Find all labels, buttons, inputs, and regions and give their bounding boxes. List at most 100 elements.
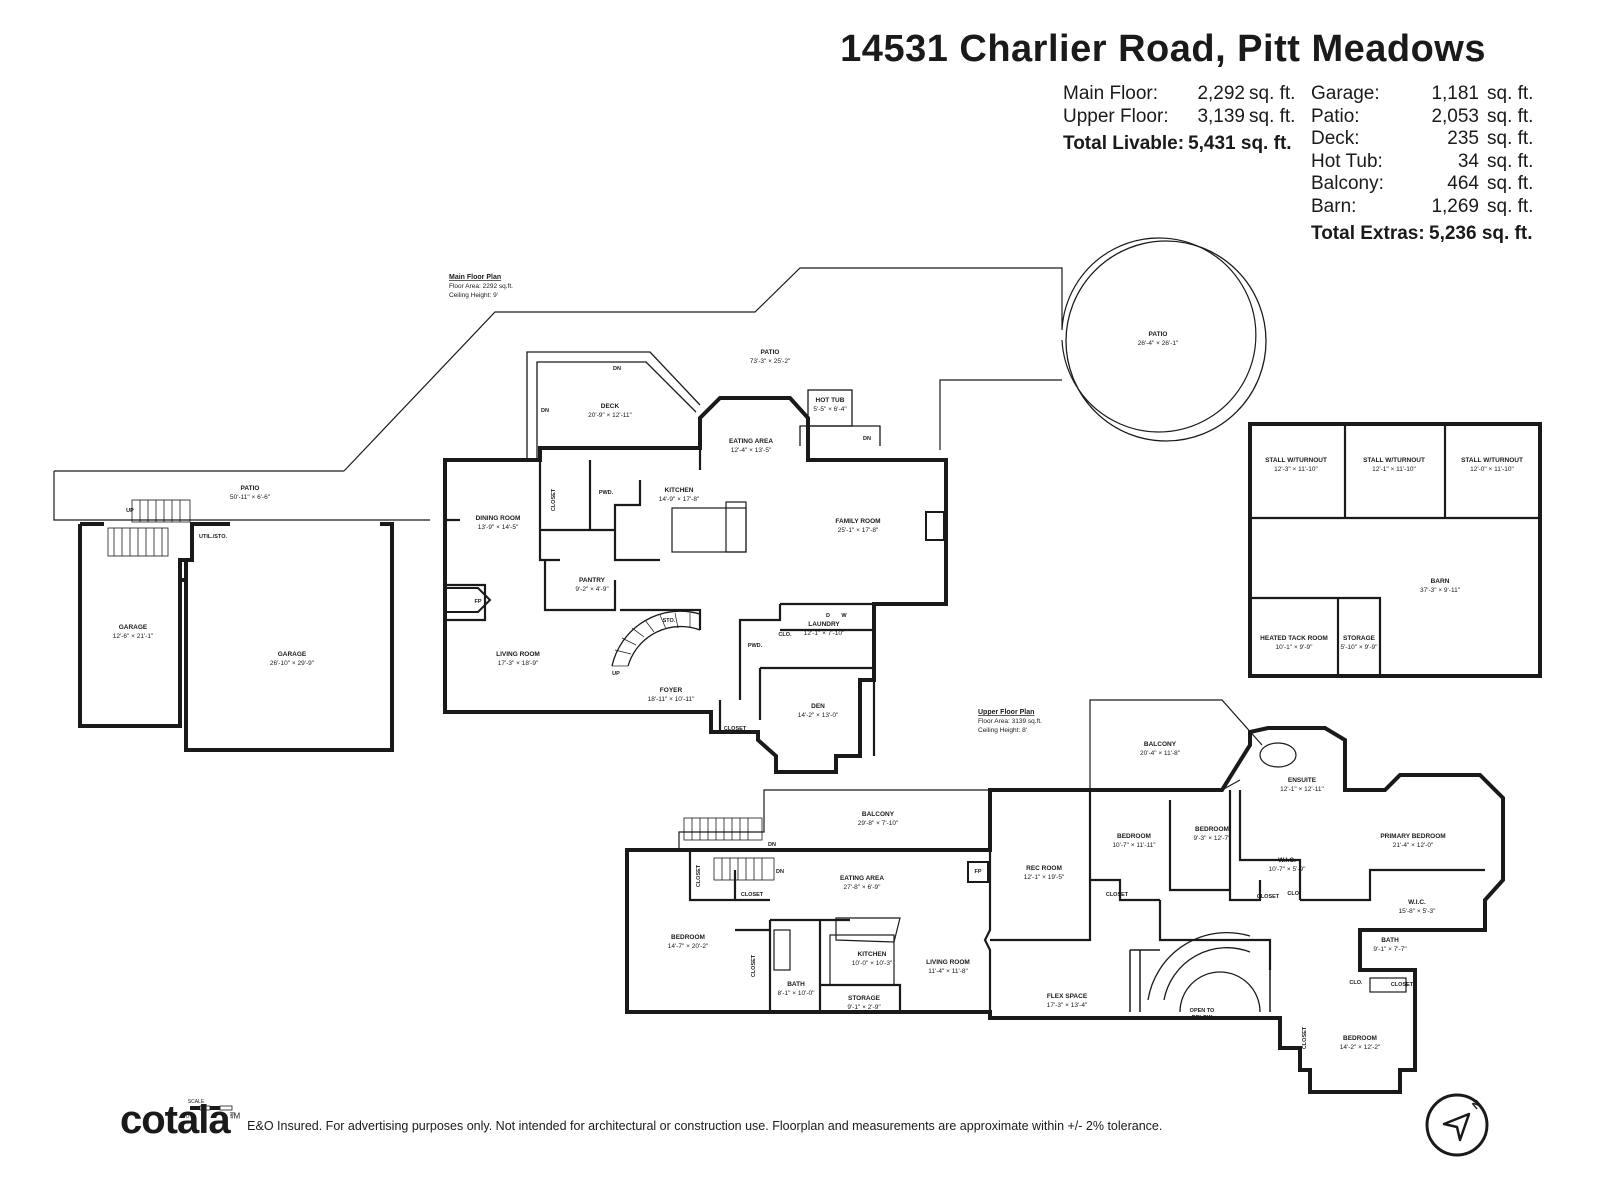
room-dim-dining-room: 13'-9" × 14'-5": [478, 524, 519, 531]
footer: cotalaTM E&O Insured. For advertising pu…: [120, 1098, 1162, 1143]
logo-text: cotala: [120, 1098, 231, 1142]
label-below: BELOW: [1192, 1015, 1213, 1021]
room-label-garage-large: GARAGE: [278, 651, 307, 658]
label-util-sto: UTIL./STO.: [199, 534, 227, 540]
label-closet: CLOSET: [751, 954, 757, 977]
room-dim-wic-2: 15'-8" × 5'-3": [1399, 908, 1437, 915]
room-dim-patio: 73'-3" × 25'-2": [750, 358, 791, 365]
room-dim-deck: 20'-9" × 12'-11": [588, 412, 632, 419]
barn-label-stall-2: STALL W/TURNOUT: [1363, 457, 1425, 464]
summary-label: Deck:: [1311, 128, 1360, 149]
main-house-walls: [443, 396, 948, 774]
room-dim-bedroom-1: 10'-7" × 11'-11": [1112, 842, 1156, 849]
room-label-bedroom-left: BEDROOM: [671, 934, 705, 941]
room-dim-bedroom-2: 9'-3" × 12'-7": [1194, 835, 1232, 842]
barn-dim-stall-3: 12'-0" × 11'-10": [1470, 466, 1514, 473]
label-closet: CLOSET: [551, 488, 557, 511]
scale-tick-5: 5': [230, 1114, 234, 1120]
upper-floor-heading: Upper Floor Plan: [978, 709, 1034, 716]
summary-value: 3,139: [1197, 105, 1245, 127]
room-dim-bath-upper-right: 9'-1" × 7'-7": [1373, 946, 1407, 953]
label-dn: DN: [768, 842, 776, 848]
kitchen-island: [671, 507, 747, 553]
room-dim-living-room: 17'-3" × 18'-9": [498, 660, 539, 667]
room-dim-balcony-upper: 20'-4" × 11'-8": [1140, 750, 1181, 757]
room-dim-patio-circle: 26'-4" × 26'-1": [1138, 340, 1179, 347]
room-label-balcony-lower: BALCONY: [862, 811, 895, 818]
label-sto: STO.: [663, 618, 676, 624]
room-dim-pantry: 9'-2" × 4'-9": [575, 586, 609, 593]
barn-dim-tack-room: 10'-1" × 9'-9": [1276, 644, 1314, 651]
room-dim-bath-upper-left: 8'-1" × 10'-0": [778, 990, 816, 997]
summary-unit: sq. ft.: [1249, 83, 1296, 104]
barn-dim-main: 37'-3" × 9'-11": [1420, 587, 1461, 594]
room-dim-rec-room: 12'-1" × 19'-5": [1024, 874, 1065, 881]
summary-total-row: Total Livable: 5,431 sq. ft.: [1063, 133, 1295, 156]
open-to-below-outline: [1129, 949, 1271, 1012]
summary-label: Main Floor:: [1063, 83, 1159, 104]
room-label-laundry: LAUNDRY: [808, 621, 840, 628]
room-dim-wic-1: 10'-7" × 5'-9": [1269, 866, 1307, 873]
summary-value: 1,181: [1431, 83, 1479, 104]
room-dim-hot-tub: 5'-5" × 6'-4": [813, 406, 847, 413]
label-closet: CLOSET: [1391, 982, 1414, 988]
summary-unit: sq. ft.: [1487, 173, 1534, 194]
upper-kitchen-peninsula: [835, 917, 901, 943]
label-washer: W: [841, 613, 847, 619]
label-fp: FP: [974, 869, 981, 875]
main-fireplace: [447, 587, 492, 613]
label-closet: CLOSET: [1302, 1026, 1308, 1049]
upper-kitchen-counter: [829, 934, 895, 986]
label-clo: CLO.: [1287, 891, 1301, 897]
main-curved-stair: [611, 610, 701, 667]
upper-house-walls: [625, 726, 1505, 1094]
upper-interior-walls: [688, 790, 1485, 1012]
summary-label: Upper Floor:: [1063, 105, 1169, 127]
room-label-storage-upper: STORAGE: [848, 995, 881, 1002]
room-label-bath-upper-left: BATH: [787, 981, 805, 988]
deck-outline: [526, 351, 701, 458]
summary-unit: sq. ft.: [1487, 195, 1534, 217]
barn-label-storage: STORAGE: [1343, 635, 1376, 642]
room-dim-eating-area-upper: 27'-8" × 6'-9": [844, 884, 882, 891]
summary-total-value: 5,431 sq. ft.: [1188, 133, 1292, 154]
summary-label: Hot Tub:: [1311, 150, 1383, 172]
label-dryer: D: [826, 613, 830, 619]
room-label-dining-room: DINING ROOM: [476, 515, 521, 522]
summary-unit: sq. ft.: [1487, 128, 1534, 149]
main-stair-treads: [612, 612, 691, 667]
label-clo: CLO.: [778, 632, 792, 638]
label-closet: CLOSET: [696, 864, 702, 887]
summary-unit: sq. ft.: [1249, 105, 1296, 127]
summary-value: 464: [1447, 173, 1479, 194]
room-label-eating-area: EATING AREA: [729, 438, 773, 445]
room-label-patio-circle: PATIO: [1149, 331, 1168, 338]
summary-value: 1,269: [1431, 195, 1479, 217]
upper-floor-ceiling: Ceiling Height: 8': [978, 727, 1027, 734]
upper-curved-stair: [1147, 931, 1251, 1001]
barn-label-stall-1: STALL W/TURNOUT: [1265, 457, 1327, 464]
room-label-bedroom-right: BEDROOM: [1343, 1035, 1377, 1042]
room-label-wic-2: W.I.C.: [1408, 899, 1426, 906]
room-dim-bedroom-right: 14'-2" × 12'-2": [1340, 1044, 1381, 1051]
room-label-bedroom-1: BEDROOM: [1117, 833, 1151, 840]
summary-label: Patio:: [1311, 105, 1360, 127]
scale-label: SCALE: [188, 1099, 205, 1105]
upper-left-stair: [683, 817, 775, 881]
room-dim-storage-upper: 9'-1" × 2'-9": [847, 1004, 881, 1011]
room-label-pantry: PANTRY: [579, 577, 606, 584]
room-label-bedroom-2: BEDROOM: [1195, 826, 1229, 833]
family-fireplace: [925, 511, 945, 541]
disclaimer-text: E&O Insured. For advertising purposes on…: [247, 1118, 1163, 1133]
upper-balcony-outline: [678, 699, 1263, 850]
room-dim-ensuite: 12'-1" × 12'-11": [1280, 786, 1324, 793]
kitchen-island-counter: [725, 501, 747, 553]
room-dim-kitchen-upper: 10'-0" × 10'-3": [852, 960, 893, 967]
label-up: UP: [126, 508, 134, 514]
cotala-logo: cotalaTM: [120, 1098, 240, 1143]
summary-row: Main Floor: 2,292 sq. ft.: [1063, 83, 1295, 106]
